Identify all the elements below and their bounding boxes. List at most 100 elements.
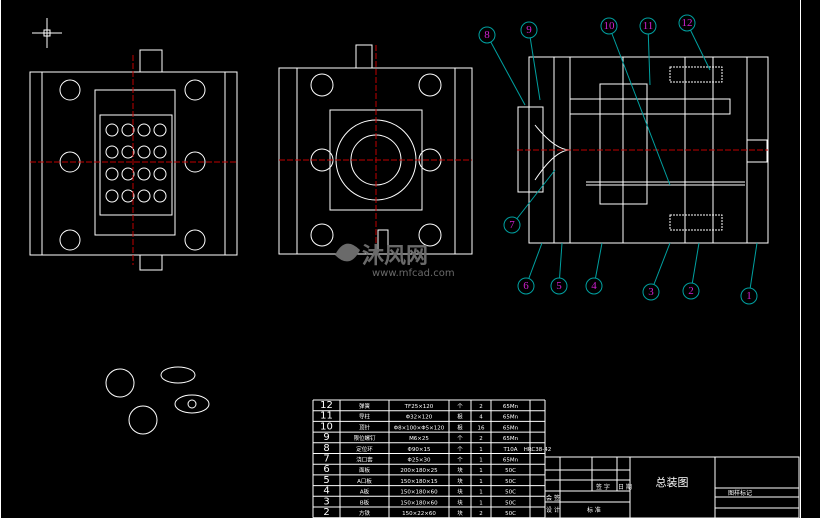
bom-cell-unit: 块 bbox=[457, 488, 463, 496]
balloon-11 bbox=[639, 17, 657, 35]
balloon-number: 4 bbox=[591, 280, 597, 292]
leader-line bbox=[647, 25, 651, 86]
bom-cell-spec: Φ32×120 bbox=[406, 415, 433, 421]
balloon-8 bbox=[478, 26, 496, 44]
cavity bbox=[153, 123, 167, 137]
bom-cell-spec: TF25×120 bbox=[404, 404, 434, 410]
bom-cell-name: 顶针 bbox=[359, 423, 371, 431]
bom-cell-no: 6 bbox=[323, 464, 329, 475]
balloon-number: 12 bbox=[682, 17, 693, 29]
cavity bbox=[153, 189, 167, 203]
balloon-number: 6 bbox=[523, 280, 529, 292]
bom-cell-unit: 块 bbox=[457, 466, 463, 474]
bom-cell-qty: 1 bbox=[479, 447, 483, 453]
design-label: 设 计 bbox=[546, 506, 560, 514]
hole bbox=[59, 229, 81, 251]
cavity bbox=[121, 123, 135, 137]
drawing-title: 总装图 bbox=[656, 475, 689, 489]
bom-cell-name: A口板 bbox=[357, 477, 372, 485]
watermark-logo bbox=[335, 243, 360, 262]
bom-cell-spec: Φ25×30 bbox=[408, 458, 431, 464]
balloon-12 bbox=[678, 14, 696, 32]
hole bbox=[184, 229, 206, 251]
cavity bbox=[137, 145, 151, 159]
watermark: 沐风网 www.mfcad.com bbox=[335, 243, 455, 279]
bom-cell-spec: 150×180×60 bbox=[400, 490, 438, 496]
bom-cell-unit: 根 bbox=[457, 413, 463, 421]
cavity bbox=[121, 189, 135, 203]
bom-cell-name: B板 bbox=[360, 498, 370, 506]
bom-cell-name: 弹簧 bbox=[359, 402, 371, 410]
watermark-brand: 沐风网 bbox=[362, 244, 428, 269]
cavity bbox=[105, 145, 119, 159]
balloon-5 bbox=[550, 277, 568, 295]
bom-cell-name: 方铁 bbox=[359, 509, 371, 517]
balloon-number: 2 bbox=[688, 285, 694, 297]
bom-cell-spec: M6×25 bbox=[409, 436, 429, 442]
bom-cell-material: 50C bbox=[505, 490, 516, 496]
bom-cell-qty: 1 bbox=[479, 468, 483, 474]
bom-cell-material: 65Mn bbox=[503, 458, 519, 464]
bom-cell-unit: 块 bbox=[457, 498, 463, 506]
cavity bbox=[105, 123, 119, 137]
drawing-frame bbox=[0, 0, 801, 518]
hole bbox=[310, 73, 334, 97]
hole bbox=[59, 79, 81, 101]
bom-cell-no: 3 bbox=[323, 496, 329, 507]
bom-cell-spec: Φ8×100×Φ5×120 bbox=[394, 425, 445, 431]
bom-cell-no: 8 bbox=[323, 443, 329, 454]
bom-cell-unit: 个 bbox=[457, 457, 463, 464]
balloon-2 bbox=[682, 282, 700, 300]
balloon-number: 3 bbox=[648, 286, 654, 298]
bom-cell-no: 7 bbox=[323, 454, 329, 465]
bom-cell-qty: 2 bbox=[479, 436, 483, 442]
bom-cell-note: HRC38-42 bbox=[524, 447, 552, 453]
hole bbox=[310, 223, 334, 247]
balloon-1 bbox=[740, 287, 758, 305]
balloon-number: 5 bbox=[556, 280, 562, 292]
bom-cell-material: T10A bbox=[502, 447, 517, 453]
cavity bbox=[105, 189, 119, 203]
scale-label: 图样标记 bbox=[728, 489, 752, 497]
balloon-4 bbox=[585, 277, 603, 295]
bom-cell-unit: 根 bbox=[457, 423, 463, 431]
bom-cell-qty: 1 bbox=[479, 500, 483, 506]
bom-cell-qty: 1 bbox=[479, 490, 483, 496]
review-label: 会 签 bbox=[546, 494, 560, 502]
cavity bbox=[137, 123, 151, 137]
cavity bbox=[137, 167, 151, 181]
sign-label: 签 字 bbox=[596, 483, 610, 491]
bom-cell-name: 浇口套 bbox=[356, 456, 373, 464]
bom-cell-material: 65Mn bbox=[503, 415, 519, 421]
cavity bbox=[121, 167, 135, 181]
bom-cell-no: 2 bbox=[323, 507, 329, 518]
bom-cell-unit: 个 bbox=[457, 446, 463, 453]
cavity bbox=[121, 145, 135, 159]
balloon-number: 10 bbox=[604, 20, 616, 32]
bom-cell-name: A板 bbox=[360, 488, 370, 496]
bom-cell-spec: Φ90×15 bbox=[408, 447, 431, 453]
bom-cell-no: 9 bbox=[323, 432, 329, 443]
bom-cell-material: 50C bbox=[505, 479, 516, 485]
date-label: 日 期 bbox=[618, 483, 632, 491]
bom-cell-spec: 150×180×60 bbox=[400, 500, 438, 506]
hole bbox=[418, 223, 442, 247]
bom-cell-material: 65Mn bbox=[503, 436, 519, 442]
balloon-number: 1 bbox=[746, 290, 752, 302]
bom-cell-material: 50C bbox=[505, 468, 516, 474]
gear-parts bbox=[105, 366, 210, 435]
bom-cell-spec: 150×180×15 bbox=[400, 479, 438, 485]
bom-cell-qty: 1 bbox=[479, 458, 483, 464]
bom-cell-qty: 16 bbox=[478, 425, 485, 431]
bom-cell-unit: 块 bbox=[457, 477, 463, 485]
cavity bbox=[153, 145, 167, 159]
balloon-number: 7 bbox=[509, 219, 515, 231]
leader-line bbox=[528, 29, 541, 101]
leader-line bbox=[748, 242, 758, 297]
leader-line bbox=[686, 22, 711, 71]
bom-cell-name: 定位环 bbox=[356, 445, 373, 453]
hole bbox=[184, 79, 206, 101]
bom-cell-no: 10 bbox=[320, 421, 333, 432]
